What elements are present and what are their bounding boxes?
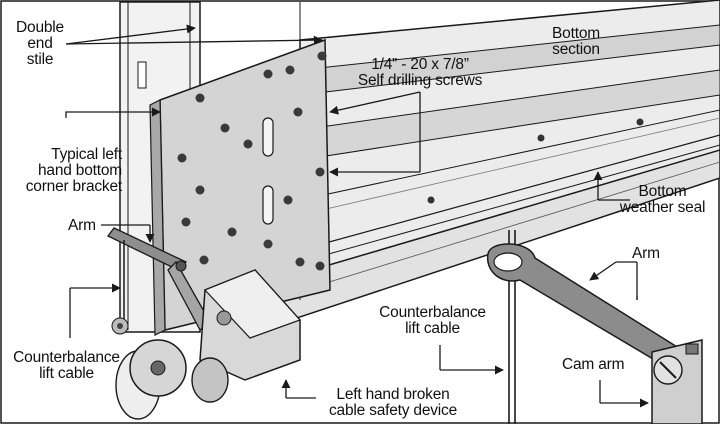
label-counterbalance-left: Counterbalance lift cable xyxy=(13,349,120,382)
bottom-section-panel xyxy=(299,0,720,302)
label-arm-left: Arm xyxy=(68,217,96,234)
label-self-drilling-screws: 1/4” - 20 x 7/8” Self drilling screws xyxy=(357,56,483,89)
label-double-end-stile: Double end stile xyxy=(16,19,64,68)
label-safety-device: Left hand broken cable safety device xyxy=(328,386,458,419)
inset-detail xyxy=(486,230,703,424)
rail-screw xyxy=(537,134,545,142)
label-bottom-section: Bottom section xyxy=(552,25,600,58)
label-arm-right: Arm xyxy=(632,245,660,262)
broken-cable-safety-device xyxy=(199,269,302,381)
label-cam-arm: Cam arm xyxy=(562,356,625,373)
cable-drums xyxy=(111,317,229,420)
leader-lines xyxy=(65,24,649,408)
left-arm xyxy=(107,227,211,331)
corner-bracket xyxy=(149,38,331,336)
label-bottom-weather-seal: Bottom weather seal xyxy=(619,183,706,216)
label-corner-bracket: Typical left hand bottom corner bracket xyxy=(25,146,122,195)
rail-screw xyxy=(427,196,435,204)
bracket-screws xyxy=(177,51,327,271)
label-counterbalance-inset: Counterbalance lift cable xyxy=(379,304,486,337)
rail-screw xyxy=(636,118,644,126)
